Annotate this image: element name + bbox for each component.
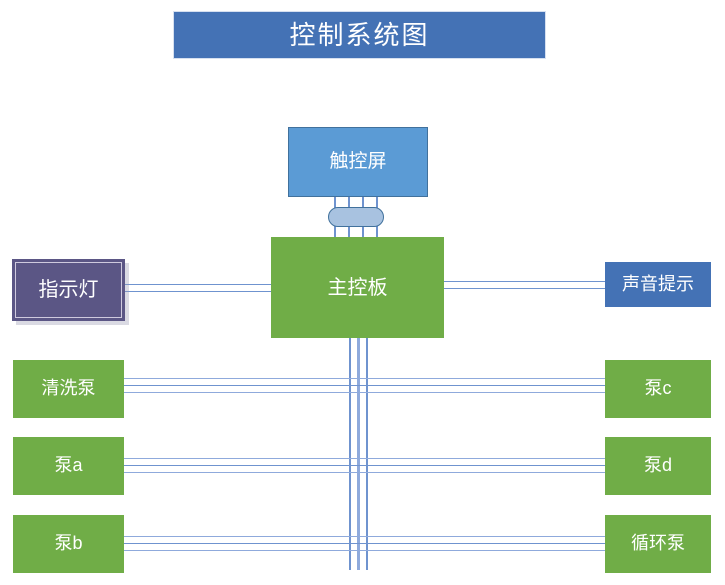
connector-row1-line3 bbox=[124, 392, 605, 393]
bus-vline-3 bbox=[366, 338, 368, 570]
node-sound-prompt-label: 声音提示 bbox=[622, 273, 694, 294]
connector-row3-line2 bbox=[124, 543, 605, 544]
node-pump-a-label: 泵a bbox=[54, 455, 83, 476]
connector-row2-line3 bbox=[124, 472, 605, 473]
node-indicator-light-label: 指示灯 bbox=[38, 279, 99, 301]
node-pump-b[interactable]: 泵b bbox=[13, 515, 124, 573]
node-pump-d[interactable]: 泵d bbox=[605, 437, 711, 495]
connector-row3-line1 bbox=[124, 536, 605, 537]
diagram-title: 控制系统图 bbox=[289, 20, 430, 50]
node-circulation-pump[interactable]: 循环泵 bbox=[605, 515, 711, 573]
connector-row1-line1 bbox=[124, 378, 605, 379]
connector-indicator-1 bbox=[124, 284, 272, 285]
bus-vline-1 bbox=[349, 338, 351, 570]
connector-row2-line1 bbox=[124, 458, 605, 459]
touchscreen-connector bbox=[328, 207, 384, 227]
node-touchscreen-label: 触控屏 bbox=[329, 150, 387, 172]
node-indicator-light[interactable]: 指示灯 bbox=[12, 259, 125, 321]
connector-indicator-2 bbox=[124, 291, 272, 292]
node-touchscreen[interactable]: 触控屏 bbox=[288, 127, 428, 197]
node-circulation-pump-label: 循环泵 bbox=[631, 533, 685, 554]
node-wash-pump[interactable]: 清洗泵 bbox=[13, 360, 124, 418]
node-main-board-label: 主控板 bbox=[327, 276, 388, 299]
node-pump-b-label: 泵b bbox=[54, 533, 83, 554]
node-wash-pump-label: 清洗泵 bbox=[41, 378, 96, 399]
diagram-title-bar: 控制系统图 bbox=[173, 11, 546, 59]
node-pump-d-label: 泵d bbox=[643, 455, 672, 476]
node-pump-c-label: 泵c bbox=[644, 378, 672, 399]
node-main-board[interactable]: 主控板 bbox=[271, 237, 444, 338]
node-sound-prompt[interactable]: 声音提示 bbox=[605, 262, 711, 307]
connector-sound-1 bbox=[443, 281, 605, 282]
connector-row1-line2 bbox=[124, 385, 605, 386]
connector-row2-line2 bbox=[124, 465, 605, 466]
bus-vline-2 bbox=[357, 338, 360, 570]
node-pump-a[interactable]: 泵a bbox=[13, 437, 124, 495]
node-pump-c[interactable]: 泵c bbox=[605, 360, 711, 418]
connector-sound-2 bbox=[443, 288, 605, 289]
connector-row3-line3 bbox=[124, 550, 605, 551]
